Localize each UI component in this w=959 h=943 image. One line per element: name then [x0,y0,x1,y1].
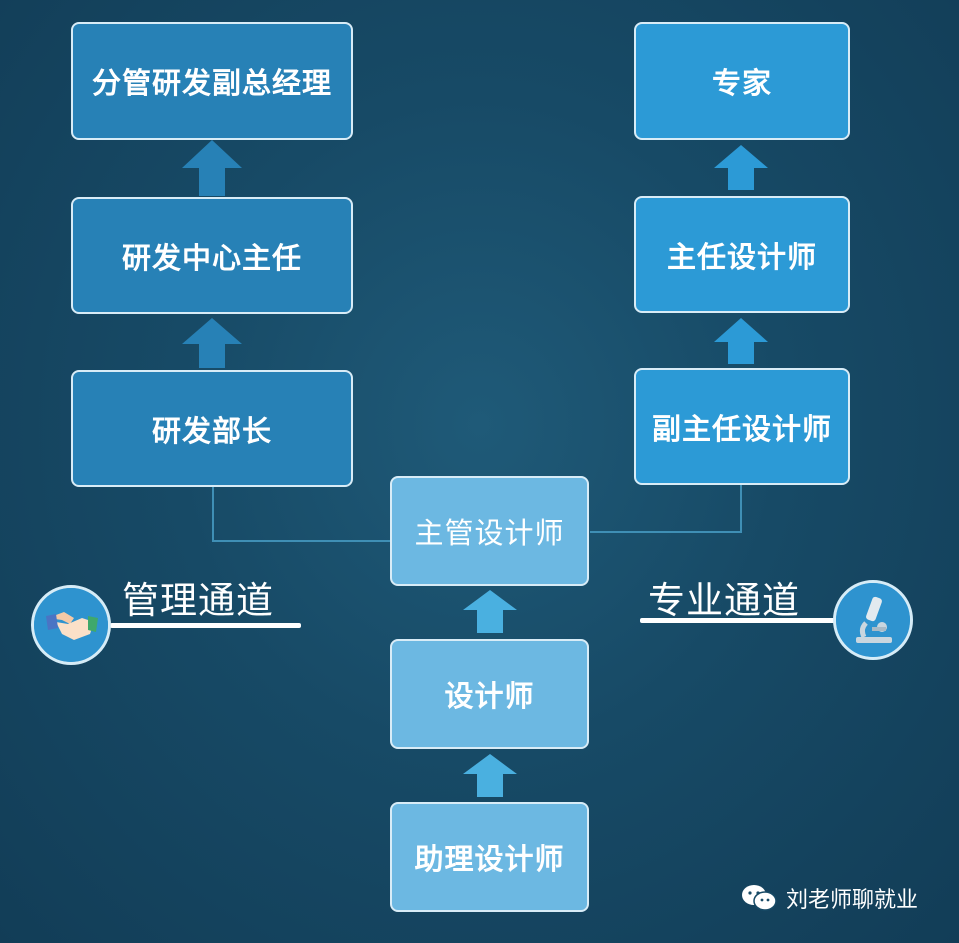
core-level-assistant-designer: 助理设计师 [390,802,589,912]
arrow-core-2 [463,754,517,797]
microscope-icon [833,580,913,660]
handshake-icon [31,585,111,665]
pro-level-deputy-chief-designer-label: 副主任设计师 [651,411,832,446]
management-channel-title: 管理通道 [122,579,274,622]
management-connector [212,487,390,542]
arrow-mgmt-1 [182,140,242,196]
pro-level-expert-label: 专家 [711,66,772,100]
core-level-designer-label: 设计师 [444,679,535,713]
wechat-icon [742,885,777,911]
mgmt-level-vp: 分管研发副总经理 [71,22,353,140]
core-level-designer: 设计师 [390,639,589,749]
pro-level-deputy-chief-designer: 副主任设计师 [634,368,850,485]
arrow-pro-2 [714,318,768,364]
mgmt-level-director: 研发中心主任 [71,197,353,314]
pro-level-expert: 专家 [634,22,850,140]
core-level-supervising-designer-label: 主管设计师 [414,516,565,550]
mgmt-level-director-label: 研发中心主任 [121,240,302,275]
pro-level-chief-designer: 主任设计师 [634,196,850,313]
arrow-pro-1 [714,145,768,190]
mgmt-level-vp-label: 分管研发副总经理 [91,66,332,100]
pro-level-chief-designer-label: 主任设计师 [666,239,817,274]
core-level-assistant-designer-label: 助理设计师 [414,842,565,876]
arrow-core-1 [463,590,517,633]
mgmt-level-minister-label: 研发部长 [151,413,272,448]
watermark: 刘老师聊就业 [740,882,918,914]
arrow-mgmt-2 [182,318,242,368]
professional-connector [590,480,742,533]
core-level-supervising-designer: 主管设计师 [390,476,589,586]
management-channel-underline [110,623,301,628]
professional-channel-underline [640,618,835,623]
mgmt-level-minister: 研发部长 [71,370,353,487]
watermark-text: 刘老师聊就业 [786,888,919,913]
professional-channel-title: 专业通道 [648,579,800,622]
